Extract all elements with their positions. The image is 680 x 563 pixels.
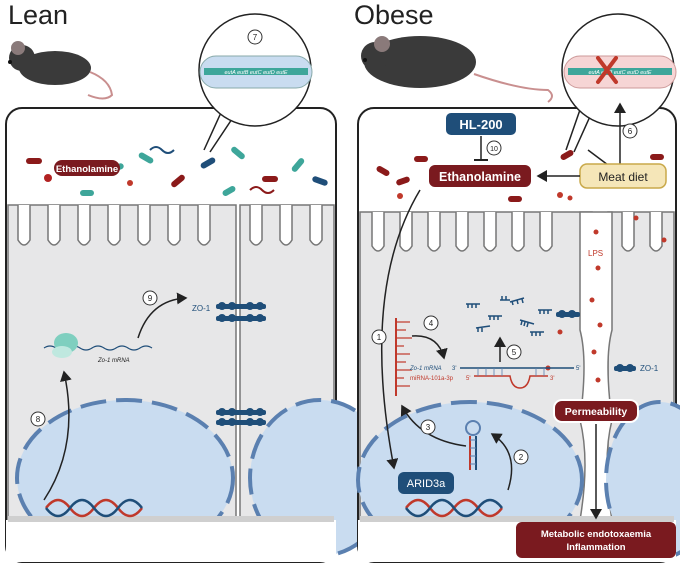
meat-diet-label: Meat diet bbox=[598, 170, 648, 184]
hl200-label: HL-200 bbox=[459, 117, 502, 132]
lean-zo1-label: ZO-1 bbox=[192, 304, 211, 313]
pri-mirna-hairpin bbox=[465, 420, 481, 470]
lean-mrna-label: Zo-1 mRNA bbox=[97, 358, 130, 364]
outcome-line1: Metabolic endotoxaemia bbox=[541, 529, 652, 540]
obese-step-2: 2 bbox=[519, 453, 524, 462]
permeability-box bbox=[553, 399, 639, 423]
lps-label: LPS bbox=[588, 249, 603, 258]
lps-particles bbox=[545, 195, 667, 409]
obese-dna-icon bbox=[405, 498, 503, 518]
lean-step-7: 7 bbox=[253, 33, 258, 42]
degraded-mrna-fragments bbox=[466, 296, 552, 336]
lean-ethanolamine-badge bbox=[54, 160, 120, 176]
mirna-strand bbox=[395, 318, 412, 396]
outcome-line2: Inflammation bbox=[566, 542, 625, 553]
permeability-label: Permeability bbox=[565, 406, 628, 418]
mirna-3prime: 3' bbox=[550, 376, 554, 382]
obese-step-10: 10 bbox=[490, 146, 498, 153]
lean-ethanolamine-label: Ethanolamine bbox=[56, 164, 118, 175]
obese-zo1-label: ZO-1 bbox=[640, 364, 659, 373]
arid3a-label: ARID3a bbox=[407, 478, 446, 490]
obese-mouse bbox=[361, 36, 553, 103]
obese-zo1-junction bbox=[556, 310, 636, 372]
mirna-5prime: 5' bbox=[466, 376, 470, 382]
obese-mrna-label: Zo-1 mRNA bbox=[409, 366, 442, 372]
obese-mirna-label: miRNA-101a-3p bbox=[410, 376, 454, 382]
lean-title: Lean bbox=[8, 0, 69, 30]
obese-ethanolamine-label: Ethanolamine bbox=[439, 170, 521, 184]
obese-step-4: 4 bbox=[429, 319, 434, 328]
cross-icon bbox=[596, 56, 618, 84]
lean-operon-genes: eutA eutB eutC eutD eutE bbox=[224, 70, 287, 76]
lean-dna-icon bbox=[45, 498, 143, 518]
obese-ethanolamine-box bbox=[427, 163, 533, 189]
obese-step-5: 5 bbox=[512, 348, 517, 357]
outcome-box bbox=[516, 522, 676, 558]
mrna-3prime: 3' bbox=[452, 366, 456, 372]
obese-step-6: 6 bbox=[628, 127, 633, 136]
lean-microbiota bbox=[26, 146, 328, 196]
arid3a-box bbox=[398, 472, 454, 494]
lean-mouse bbox=[8, 41, 114, 100]
mrna-5prime: 5' bbox=[576, 366, 580, 372]
obese-title: Obese bbox=[354, 0, 434, 30]
obese-operon-genes: eutA eutB eutC eutD eutE bbox=[588, 70, 651, 76]
lean-step-8: 8 bbox=[36, 415, 41, 424]
lean-step-9: 9 bbox=[148, 294, 153, 303]
obese-step-1: 1 bbox=[377, 333, 382, 342]
lean-zo1-junction bbox=[216, 302, 266, 426]
obese-step-3: 3 bbox=[426, 423, 431, 432]
